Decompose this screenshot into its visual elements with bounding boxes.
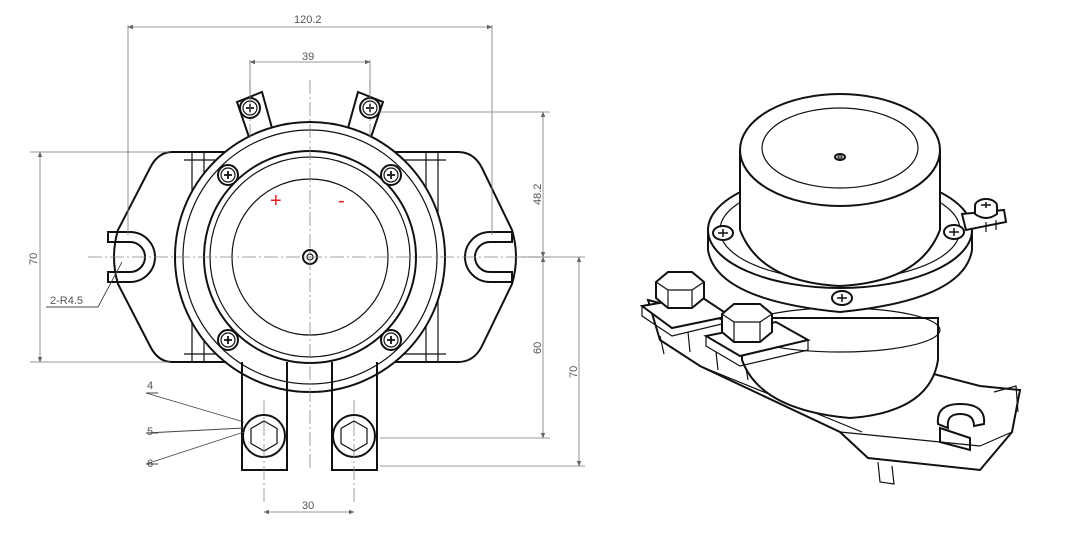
iso-terminal-front [639, 271, 733, 355]
dim-tab-height: 48.2 [532, 184, 544, 205]
isometric-view [639, 93, 1022, 485]
iso-cap-top [739, 93, 941, 207]
polarity-negative: - [338, 190, 345, 212]
iso-flange-screws [712, 224, 965, 306]
dim-slot-radius: 2-R4.5 [50, 295, 83, 307]
dim-tab-spacing: 39 [302, 51, 314, 63]
dim-overall-width: 120.2 [294, 14, 322, 26]
polarity-positive: + [270, 190, 282, 212]
dim-left-height: 70 [28, 253, 40, 265]
slot-left [107, 231, 156, 283]
balloon-4: 4 [147, 380, 153, 392]
front-view: + - [88, 80, 540, 505]
balloon-6: 6 [147, 458, 153, 470]
body-flange [113, 151, 517, 363]
dim-right-height: 70 [568, 366, 580, 378]
dim-terminal-height: 60 [532, 342, 544, 354]
base-slot [936, 402, 986, 452]
iso-tab-right [960, 198, 1008, 232]
dim-terminal-spacing: 30 [302, 500, 314, 512]
dimensions: 120.2 39 48.2 70 2-R4.5 60 70 30 4 5 6 [28, 14, 585, 515]
iso-terminal-rear [703, 303, 811, 381]
balloon-5: 5 [147, 426, 153, 438]
slot-right [464, 231, 513, 283]
